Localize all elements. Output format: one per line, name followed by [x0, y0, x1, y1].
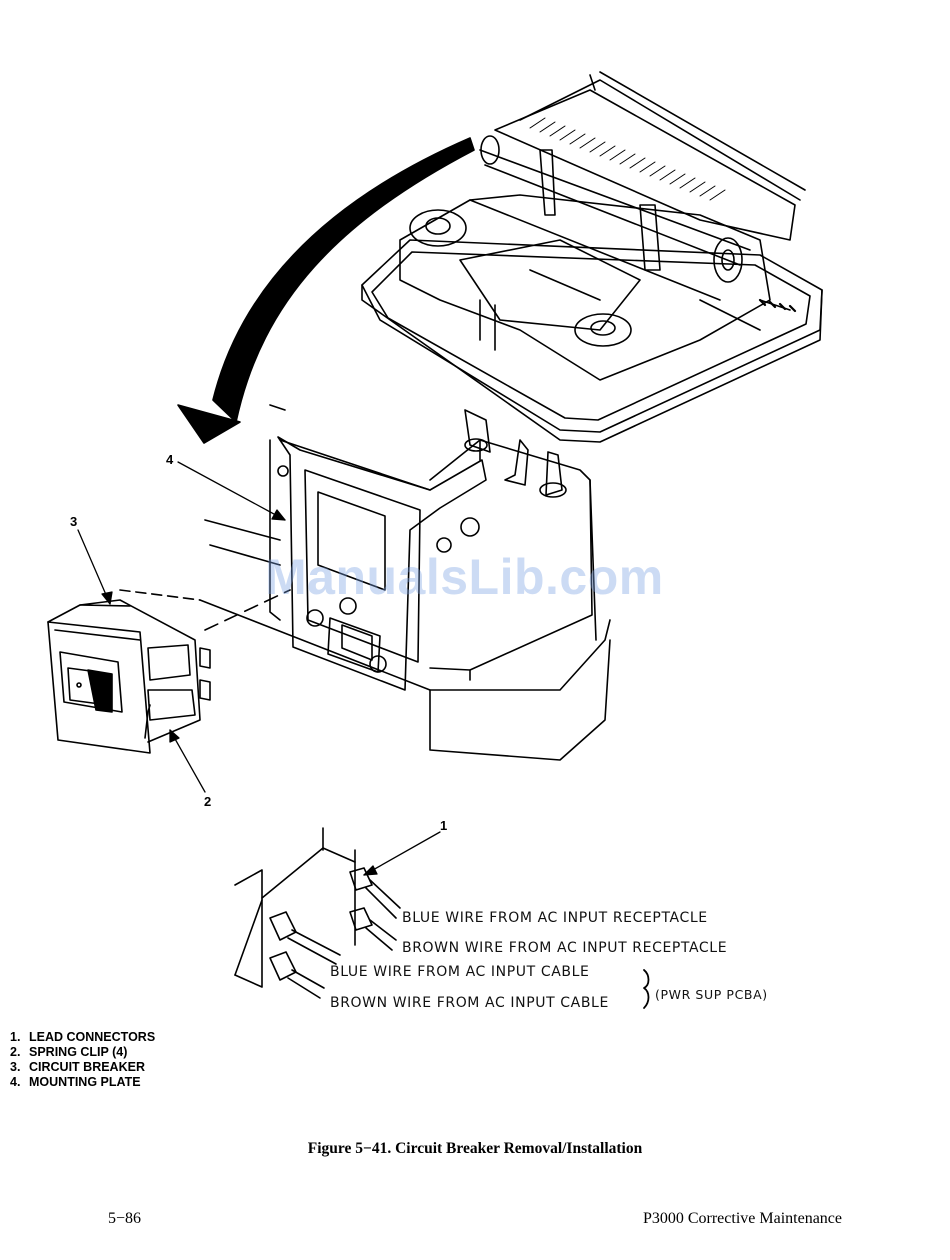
callout-1: 1 — [440, 818, 448, 833]
removal-direction-arrow — [177, 137, 475, 444]
wire-label-blue-receptacle: BLUE WIRE FROM AC INPUT RECEPTACLE — [402, 910, 708, 926]
legend-item: 2.SPRING CLIP (4) — [10, 1045, 128, 1059]
legend-item: 3.CIRCUIT BREAKER — [10, 1060, 145, 1074]
callout-4: 4 — [166, 452, 174, 467]
legend-item: 1.LEAD CONNECTORS — [10, 1030, 156, 1044]
manual-title: P3000 Corrective Maintenance — [642, 1210, 842, 1227]
wiring-detail-drawing — [234, 827, 650, 1009]
circuit-breaker-drawing — [47, 599, 211, 754]
pwr-sup-pcba-note: (PWR SUP PCBA) — [655, 987, 768, 1002]
callout-3: 3 — [70, 514, 78, 529]
wire-label-blue-cable: BLUE WIRE FROM AC INPUT CABLE — [330, 964, 590, 980]
printer-mechanism-drawing — [361, 71, 823, 443]
callout-2: 2 — [204, 794, 212, 809]
page-number: 5−86 — [108, 1210, 142, 1227]
parts-legend: 1.LEAD CONNECTORS 2.SPRING CLIP (4) 3.CI… — [10, 1030, 155, 1090]
legend-item: 4.MOUNTING PLATE — [10, 1075, 141, 1089]
figure-caption: Figure 5−41. Circuit Breaker Removal/Ins… — [307, 1140, 643, 1157]
wire-label-brown-cable: BROWN WIRE FROM AC INPUT CABLE — [330, 995, 609, 1011]
mounting-plate-drawing — [119, 404, 611, 761]
wire-label-brown-receptacle: BROWN WIRE FROM AC INPUT RECEPTACLE — [402, 940, 728, 956]
callout-leader-lines — [77, 461, 441, 876]
watermark: ManualsLib.com — [265, 549, 664, 605]
